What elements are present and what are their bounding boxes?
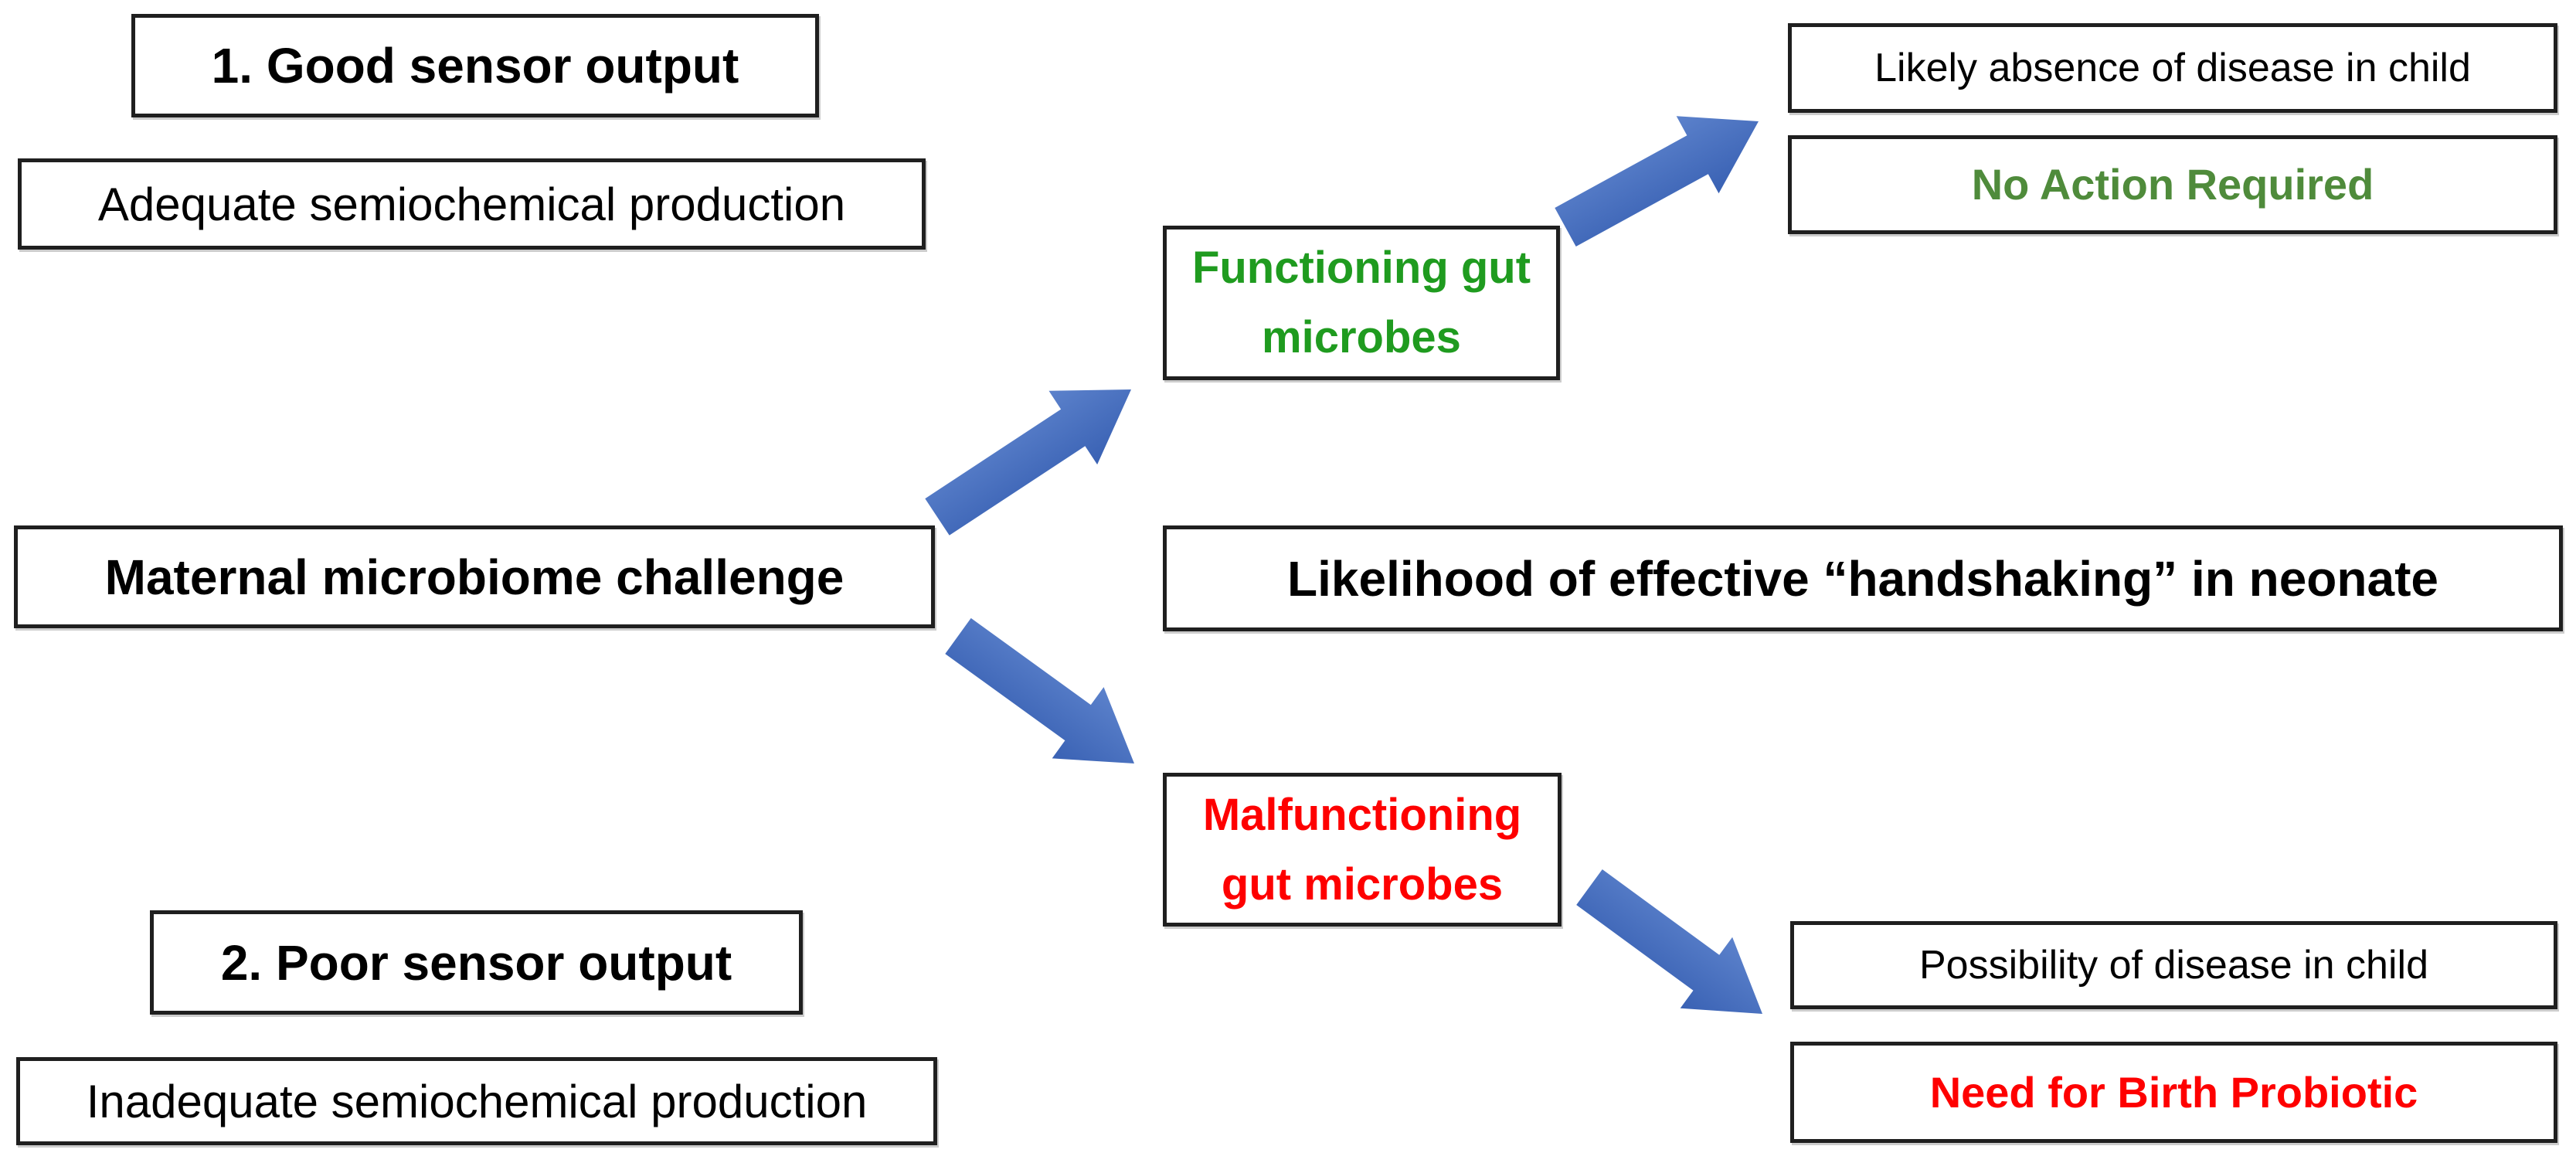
arrow-malfunctioning-to-possibility [1576,869,1762,1014]
node-functioning: Functioning gut microbes [1163,226,1560,380]
node-no_action: No Action Required [1788,135,2557,234]
node-maternal: Maternal microbiome challenge [14,525,935,628]
node-likely_absence: Likely absence of disease in child [1788,23,2557,113]
arrow-functioning-to-likely-absence [1555,116,1759,247]
node-poor_sensor: 2. Poor sensor output [150,910,803,1015]
node-need_probiotic: Need for Birth Probiotic [1790,1042,2557,1143]
arrow-maternal-to-functioning [925,389,1131,536]
node-good_sensor: 1. Good sensor output [131,14,819,117]
node-malfunctioning: Malfunctioning gut microbes [1163,773,1562,927]
node-inadequate: Inadequate semiochemical production [16,1057,937,1145]
arrow-maternal-to-malfunctioning [945,617,1134,763]
node-possibility: Possibility of disease in child [1790,921,2557,1009]
node-likelihood: Likelihood of effective “handshaking” in… [1163,525,2563,631]
node-adequate: Adequate semiochemical production [18,158,926,250]
